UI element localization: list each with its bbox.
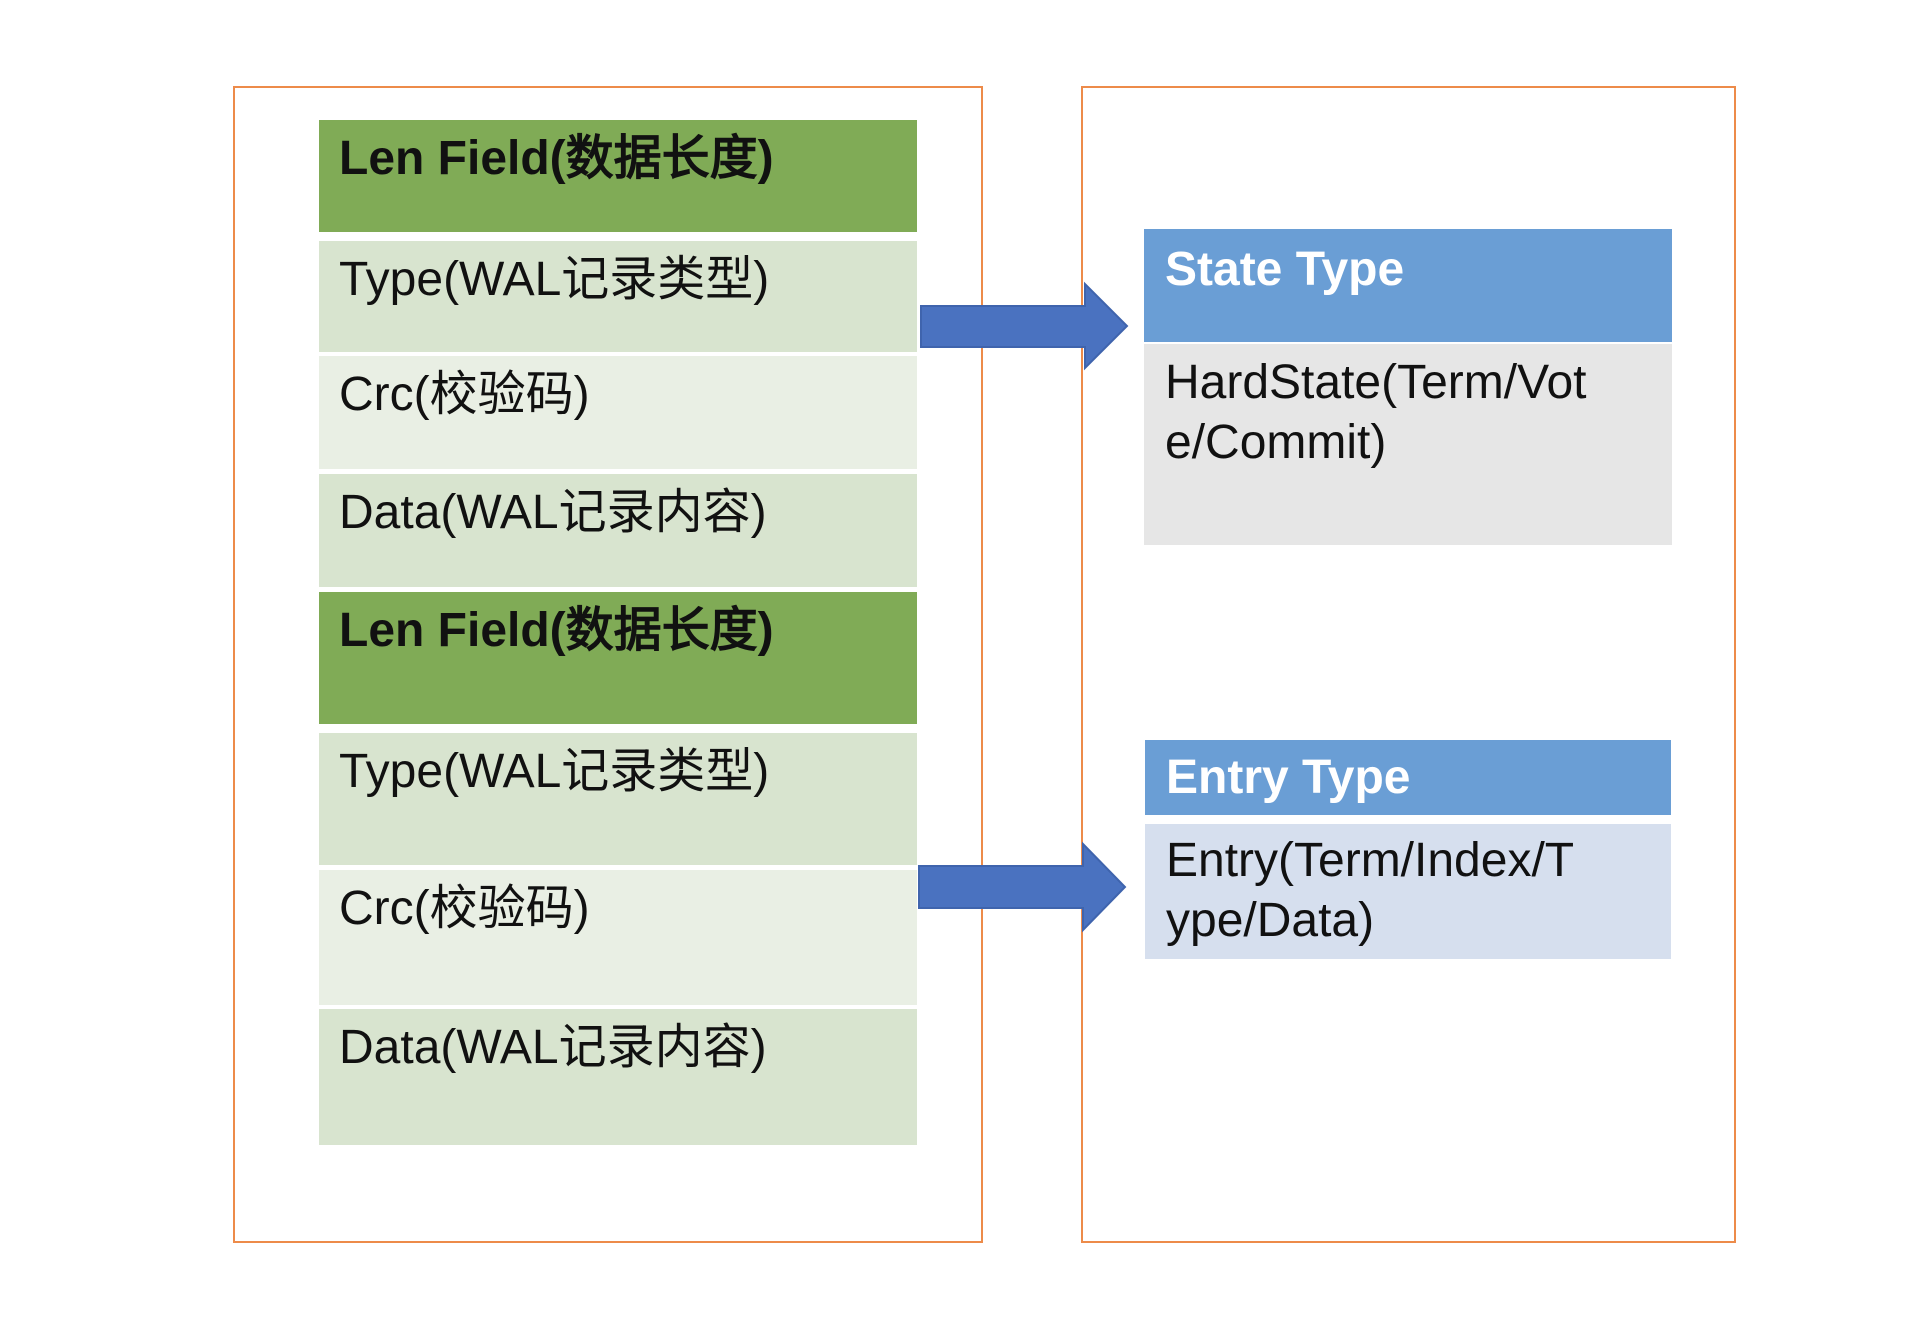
record-1-type-cell: Type(WAL记录类型) [319,241,917,352]
entry-type-header: Entry Type [1145,740,1671,815]
record-1-len-field-cell: Len Field(数据长度) [319,120,917,232]
record-2-type-cell: Type(WAL记录类型) [319,733,917,865]
entry-type-body: Entry(Term/Index/T ype/Data) [1145,824,1671,959]
record-2-len-field-cell: Len Field(数据长度) [319,592,917,724]
record-2-crc-cell: Crc(校验码) [319,870,917,1005]
record-2-data-cell: Data(WAL记录内容) [319,1009,917,1145]
state-type-body-line: e/Commit) [1165,416,1387,469]
record-1-crc-cell: Crc(校验码) [319,356,917,469]
state-type-header: State Type [1144,229,1672,342]
record-type-frame [1081,86,1736,1243]
record-1-data-cell: Data(WAL记录内容) [319,474,917,587]
entry-type-body-line: ype/Data) [1166,894,1375,947]
entry-type-body-line: Entry(Term/Index/T [1166,834,1575,887]
state-type-body: HardState(Term/Vot e/Commit) [1144,344,1672,545]
state-type-body-line: HardState(Term/Vot [1165,356,1587,409]
wal-record-frame [233,86,983,1243]
